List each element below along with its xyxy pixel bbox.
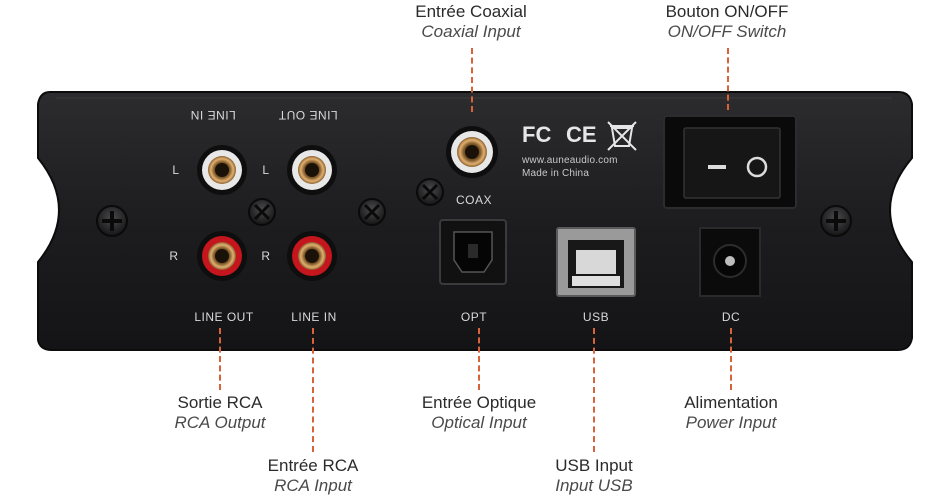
made-in-text: Made in China xyxy=(522,168,590,179)
rca-line-in-right-jack xyxy=(287,231,337,281)
callout-power-switch: Bouton ON/OFF ON/OFF Switch xyxy=(666,2,789,42)
callout-power-switch-en: ON/OFF Switch xyxy=(667,22,787,41)
label-left-mark-1: L xyxy=(172,163,180,177)
rca-line-in-left-jack xyxy=(287,145,337,195)
screw-coax xyxy=(416,178,444,206)
rca-line-out-left-jack xyxy=(197,145,247,195)
callout-rca-input: Entrée RCA RCA Input xyxy=(268,456,359,496)
power-switch xyxy=(663,115,797,209)
callout-rca-input-fr: Entrée RCA xyxy=(267,456,359,475)
label-right-mark-1: R xyxy=(169,249,179,263)
label-line-out-bottom: LINE OUT xyxy=(194,310,254,324)
callout-rca-output: Sortie RCA RCA Output xyxy=(174,393,265,433)
rca-line-out-right-jack xyxy=(197,231,247,281)
leader-rca-input xyxy=(312,328,314,452)
callout-optical: Entrée Optique Optical Input xyxy=(422,393,536,433)
callout-power-switch-fr: Bouton ON/OFF xyxy=(665,2,789,21)
usb-port xyxy=(556,227,636,297)
callout-usb-en: Input USB xyxy=(555,476,633,495)
callout-rca-output-fr: Sortie RCA xyxy=(177,393,263,412)
callout-coaxial: Entrée Coaxial Coaxial Input xyxy=(415,2,527,42)
label-line-in-bottom: LINE IN xyxy=(291,310,337,324)
right-screw xyxy=(820,205,852,237)
callout-optical-fr: Entrée Optique xyxy=(421,393,537,412)
callout-optical-en: Optical Input xyxy=(431,413,527,432)
callout-usb: USB Input Input USB xyxy=(555,456,633,496)
label-line-out-top: LINE OUT xyxy=(278,108,338,122)
callout-power-input-fr: Alimentation xyxy=(684,393,778,412)
label-opt: OPT xyxy=(460,310,488,324)
website-text: www.auneaudio.com xyxy=(522,155,618,166)
leader-rca-output xyxy=(219,328,221,390)
fc-mark: FC xyxy=(522,122,552,147)
leader-power-switch xyxy=(727,48,729,110)
callout-rca-input-en: RCA Input xyxy=(274,476,352,495)
optical-port xyxy=(439,219,507,285)
dc-port xyxy=(699,227,761,297)
callout-rca-output-en: RCA Output xyxy=(174,413,266,432)
label-usb: USB xyxy=(582,310,610,324)
screw-rca-right xyxy=(358,198,386,226)
callout-power-input-en: Power Input xyxy=(685,413,777,432)
callout-usb-fr: USB Input xyxy=(555,456,633,475)
leader-optical xyxy=(478,328,480,390)
coaxial-jack xyxy=(446,126,498,178)
label-line-in-top: LINE IN xyxy=(190,108,236,122)
callout-coaxial-en: Coaxial Input xyxy=(421,22,521,41)
ce-mark: CE xyxy=(566,122,597,147)
callout-power-input: Alimentation Power Input xyxy=(684,393,778,433)
leader-power-input xyxy=(730,328,732,390)
label-coax: COAX xyxy=(455,193,493,207)
left-screw xyxy=(96,205,128,237)
label-dc: DC xyxy=(721,310,741,324)
label-right-mark-2: R xyxy=(261,249,271,263)
screw-rca-middle xyxy=(248,198,276,226)
leader-coaxial xyxy=(471,48,473,112)
label-left-mark-2: L xyxy=(262,163,270,177)
weee-bin-icon xyxy=(607,121,637,151)
callout-coaxial-fr: Entrée Coaxial xyxy=(415,2,527,21)
leader-usb xyxy=(593,328,595,452)
